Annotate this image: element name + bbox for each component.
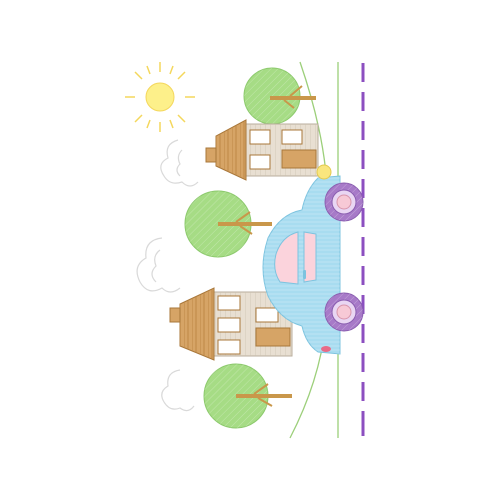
window [217,339,241,355]
house-icon [205,119,319,181]
cloud-icon [160,139,199,187]
tree-icon [203,363,292,429]
headlight [316,164,332,180]
window [249,154,271,170]
window [255,307,279,323]
sun-icon [125,62,195,132]
cloud-icon [161,369,195,412]
door [255,327,291,347]
window [249,129,271,145]
car-window [303,231,317,283]
tail-light [321,346,331,352]
wheel [324,182,364,222]
cloud-icon [136,237,181,293]
window [217,295,241,311]
window [281,129,303,145]
window [217,317,241,333]
car-window [274,231,299,285]
door [281,149,317,169]
house-icon [169,287,293,361]
wheel [324,292,364,332]
tree-icon [184,190,272,258]
car-icon [262,164,364,355]
